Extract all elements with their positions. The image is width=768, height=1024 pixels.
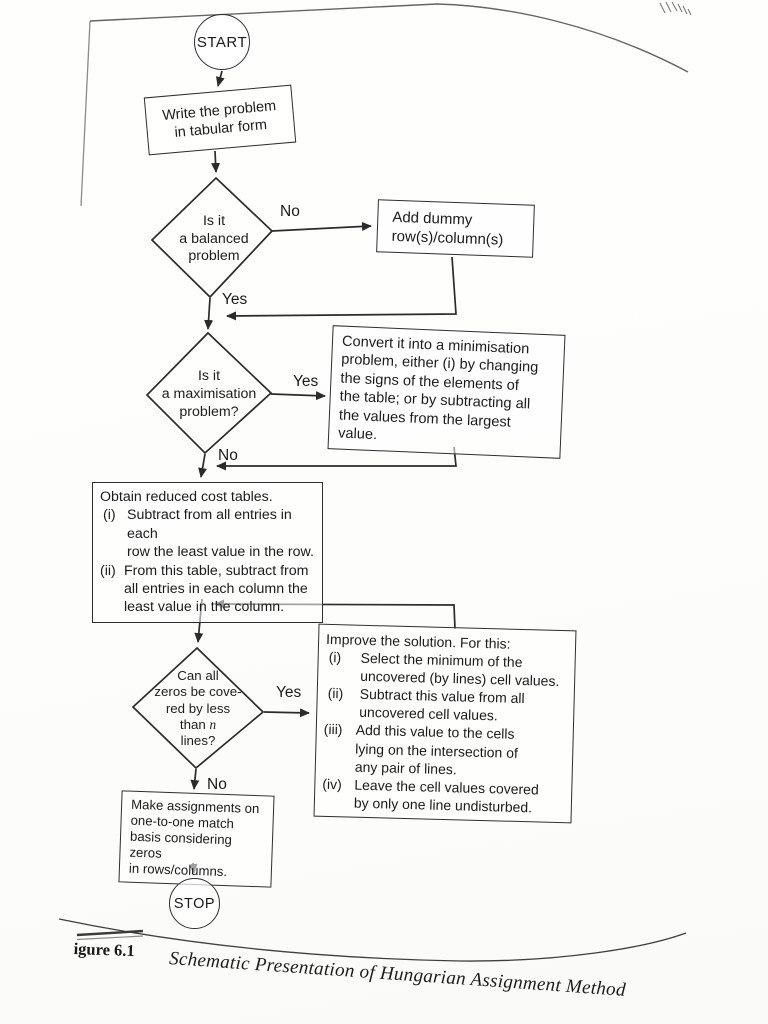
start-terminator: START bbox=[194, 14, 250, 70]
edge-label-cover-no: No bbox=[207, 776, 227, 793]
start-label: START bbox=[196, 33, 248, 51]
edge-label-max-yes: Yes bbox=[293, 373, 319, 390]
improve-item-3-text: Add this value to the cells lying on the… bbox=[354, 722, 519, 777]
improve-item-1: (i) Select the minimum of the uncovered … bbox=[325, 648, 568, 691]
process-write-tabular-text: Write the problem in tabular form bbox=[161, 98, 277, 141]
line-dummy-merge-back bbox=[226, 256, 457, 321]
decision-maximisation-label: Is it a maximisation problem? bbox=[161, 368, 257, 420]
edge-label-max-no: No bbox=[218, 447, 238, 464]
edge-label-cover-yes: Yes bbox=[276, 684, 302, 701]
reduce-item-2-marker: (ii) bbox=[100, 562, 116, 579]
improve-item-4-text: Leave the cell values covered by only on… bbox=[353, 776, 539, 816]
improve-item-1-marker: (i) bbox=[328, 649, 342, 666]
stop-label: STOP bbox=[173, 895, 216, 912]
improve-item-1-text: Select the minimum of the uncovered (by … bbox=[360, 649, 560, 690]
improve-item-2: (ii) Subtract this value from all uncove… bbox=[324, 684, 567, 727]
improve-item-3-marker: (iii) bbox=[323, 721, 343, 738]
page-frame-top-edge bbox=[89, 3, 689, 73]
arrow-cover-no-to-assign bbox=[190, 768, 200, 790]
page-frame-left-edge bbox=[80, 20, 91, 207]
improve-item-4-marker: (iv) bbox=[322, 775, 343, 793]
cover-line-2: zeros be cove- bbox=[154, 684, 242, 700]
decision-cover-label: Can all zeros be cove- red by less than … bbox=[134, 668, 262, 749]
cover-line-4-prefix: than bbox=[179, 716, 210, 732]
arrow-write-to-balanced bbox=[211, 150, 221, 173]
cover-line-3: red by less bbox=[165, 700, 231, 716]
diamond-zeros-covered bbox=[131, 646, 265, 770]
arrow-balanced-yes-to-max bbox=[204, 297, 214, 330]
improve-item-3: (iii) Add this value to the cells lying … bbox=[323, 720, 566, 781]
improve-item-2-marker: (ii) bbox=[327, 685, 344, 702]
reduce-item-1-text: Subtract from all entries in each row th… bbox=[127, 507, 314, 561]
stop-terminator: STOP bbox=[169, 878, 220, 929]
edge-label-balanced-no: No bbox=[280, 203, 300, 220]
cover-line-5: lines? bbox=[180, 733, 216, 749]
process-add-dummy: Add dummy row(s)/column(s) bbox=[376, 199, 535, 258]
figure-caption-rule bbox=[76, 929, 144, 937]
page-curl-text-marks bbox=[659, 1, 692, 16]
process-improve-solution: Improve the solution. For this: (i) Sele… bbox=[313, 623, 577, 824]
cover-line-4-variable: n bbox=[209, 716, 217, 732]
edge-label-balanced-yes: Yes bbox=[222, 291, 248, 308]
arrow-max-no-to-reduce bbox=[198, 453, 207, 478]
reduce-item-1: (i) Subtract from all entries in each ro… bbox=[100, 506, 315, 561]
arrow-start-to-write bbox=[215, 70, 225, 87]
process-convert-minimisation: Convert it into a minimisation problem, … bbox=[327, 325, 566, 460]
figure-caption-rule-shadow bbox=[76, 935, 144, 941]
process-add-dummy-text: Add dummy row(s)/column(s) bbox=[391, 208, 504, 249]
reduce-item-2: (ii) From this table, subtract from all … bbox=[100, 562, 315, 617]
page-curl-bottom-line bbox=[58, 918, 687, 962]
reduce-intro: Obtain reduced cost tables. bbox=[100, 489, 273, 505]
process-make-assignments: Make assignments on one-to-one match bas… bbox=[118, 790, 275, 888]
improve-item-2-text: Subtract this value from all uncovered c… bbox=[359, 686, 525, 724]
arrow-max-yes-to-convert bbox=[270, 391, 326, 401]
reduce-item-1-marker: (i) bbox=[103, 507, 116, 524]
figure-number-label: igure 6.1 bbox=[73, 939, 136, 961]
diamond-balanced-problem bbox=[150, 176, 274, 299]
decision-balanced-label: Is it a balanced problem bbox=[179, 213, 249, 265]
diamond-maximisation-problem bbox=[145, 331, 273, 455]
reduce-item-2-text: From this table, subtract from all entri… bbox=[124, 562, 309, 616]
arrow-cover-yes-to-improve bbox=[263, 708, 310, 718]
cover-line-4: than n bbox=[134, 717, 262, 733]
cover-line-1: Can all bbox=[177, 668, 219, 683]
arrow-balanced-no-to-dummy bbox=[271, 221, 372, 232]
process-reduce-cost-tables: Obtain reduced cost tables. (i) Subtract… bbox=[92, 482, 323, 623]
improve-item-4: (iv) Leave the cell values covered by on… bbox=[322, 775, 565, 818]
